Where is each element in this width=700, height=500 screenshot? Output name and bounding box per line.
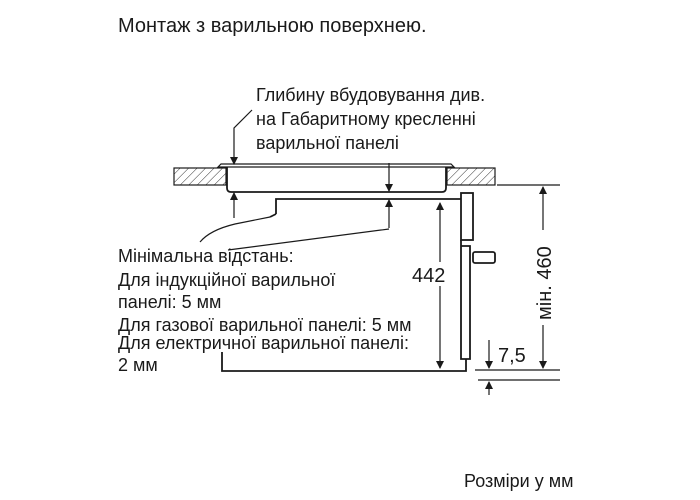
countertop-right (446, 167, 496, 186)
depth-note: Глибину вбудовування див. на Габаритному… (256, 85, 485, 153)
leader-line-left (199, 216, 271, 243)
diagram-title: Монтаж з варильною поверхнею. (118, 15, 427, 37)
dim-460-label: мін. 460 (534, 246, 556, 320)
svg-text:Мінімальна відстань:: Мінімальна відстань: (118, 246, 294, 266)
min-distance-note: Мінімальна відстань: Для індукційної вар… (118, 246, 412, 375)
svg-text:варильної панелі: варильної панелі (256, 133, 399, 153)
oven-outline (221, 192, 496, 372)
countertop-left (173, 167, 227, 186)
cooktop (216, 163, 456, 193)
dim-7-5-label: 7,5 (498, 345, 526, 367)
dim-442-label: 442 (412, 265, 445, 287)
svg-text:панелі: 5 мм: панелі: 5 мм (118, 292, 221, 312)
svg-text:Для електричної варильної пане: Для електричної варильної панелі: (118, 333, 409, 353)
oven-knob (472, 251, 496, 264)
svg-text:на Габаритному кресленні: на Габаритному кресленні (256, 109, 476, 129)
depth-leader-arrow (230, 109, 253, 165)
svg-text:Для газової варильної панелі:: Для газової варильної панелі: 5 мм (118, 315, 412, 335)
leader-line-right (227, 228, 390, 251)
svg-text:Для індукційної варильної: Для індукційної варильної (118, 270, 335, 290)
svg-text:2 мм: 2 мм (118, 355, 158, 375)
svg-text:Глибину вбудовування див.: Глибину вбудовування див. (256, 85, 485, 105)
units-note: Розміри у мм (464, 471, 573, 491)
